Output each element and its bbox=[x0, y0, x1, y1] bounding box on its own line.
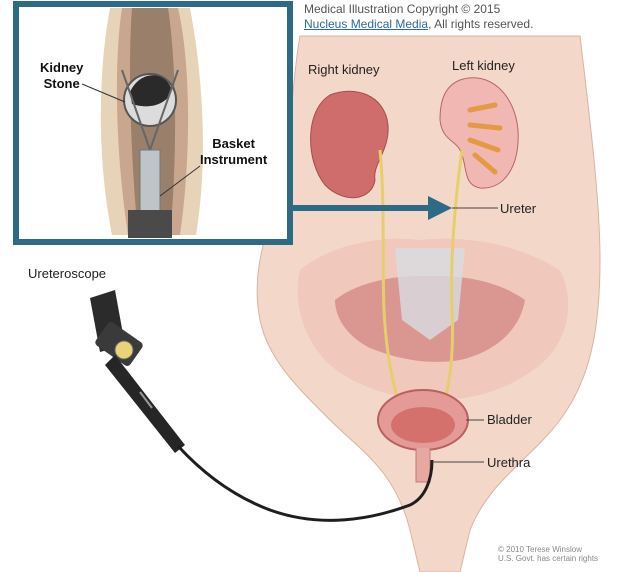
ureter-label: Ureter bbox=[500, 201, 537, 216]
copyright-line2: Nucleus Medical Media, All rights reserv… bbox=[304, 17, 533, 32]
ureteroscope-device bbox=[90, 290, 434, 522]
inset-illustration bbox=[81, 8, 203, 238]
basket-label-line1: Basket bbox=[212, 136, 255, 151]
copyright-line: Medical Illustration Copyright © 2015 bbox=[304, 2, 501, 16]
arrow-head bbox=[428, 196, 452, 220]
sacrum bbox=[395, 248, 465, 340]
kidney-stone-label: Kidney Stone bbox=[40, 60, 83, 92]
kidney-stone-label-line2: Stone bbox=[43, 76, 80, 91]
copyright-rest: , All rights reserved. bbox=[428, 17, 534, 31]
ureteroscope-label: Ureteroscope bbox=[28, 266, 107, 281]
illustrator-credit: © 2010 Terese Winslow U.S. Govt. has cer… bbox=[498, 545, 598, 563]
left-kidney-shape bbox=[439, 77, 519, 189]
left-kidney-calyces bbox=[467, 102, 503, 175]
basket-label-line2: Instrument bbox=[200, 152, 268, 167]
right-ureter bbox=[378, 149, 400, 401]
bladder-label: Bladder bbox=[487, 412, 532, 427]
right-kidney-label: Right kidney bbox=[308, 62, 380, 77]
right-kidney-shape bbox=[310, 90, 389, 199]
copyright-notice: Medical Illustration Copyright © 2015 Nu… bbox=[304, 2, 533, 32]
bladder-inner bbox=[391, 407, 455, 443]
basket-instrument-label: Basket Instrument bbox=[200, 136, 267, 168]
left-ureter bbox=[443, 149, 464, 401]
urethra-label: Urethra bbox=[487, 455, 531, 470]
credit-line1: © 2010 Terese Winslow bbox=[498, 545, 583, 554]
urethra-shape bbox=[415, 448, 431, 483]
left-kidney-label: Left kidney bbox=[452, 58, 515, 73]
credit-line2: U.S. Govt. has certain rights bbox=[498, 554, 599, 563]
nucleus-link[interactable]: Nucleus Medical Media bbox=[304, 17, 429, 31]
kidney-stone-label-line1: Kidney bbox=[40, 60, 84, 75]
